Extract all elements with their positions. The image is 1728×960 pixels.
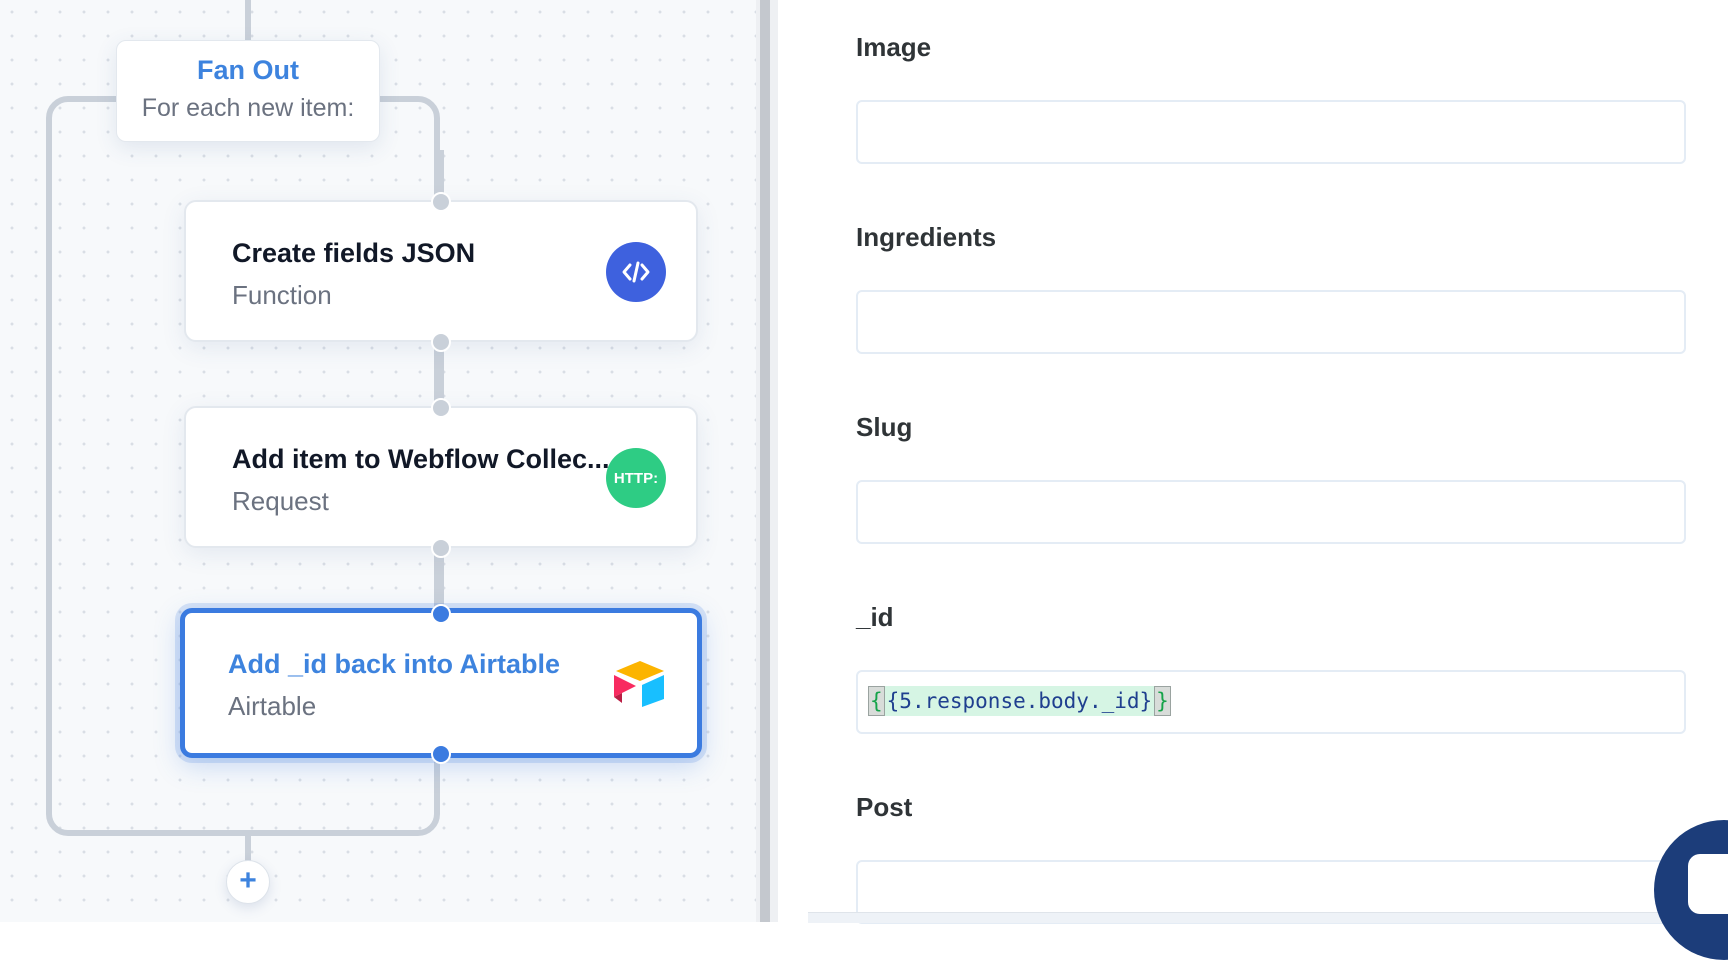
connector-top	[245, 0, 251, 42]
step-title: Create fields JSON	[232, 238, 476, 268]
field-label-id: _id	[856, 602, 894, 632]
step-node-create-fields-json[interactable]: Create fields JSON Function	[184, 200, 698, 342]
node-1-input-port[interactable]	[431, 192, 451, 212]
fan-out-node[interactable]: Fan Out For each new item:	[116, 40, 380, 142]
panel-footer-edge	[808, 912, 1708, 923]
connector-node-2-to-node-3	[438, 546, 444, 612]
node-1-output-port[interactable]	[431, 332, 451, 352]
slug-input[interactable]	[856, 480, 1686, 544]
token-close-brace: }	[1154, 686, 1171, 716]
step-node-add-id-back-into-airtable[interactable]: Add _id back into Airtable Airtable	[180, 608, 702, 758]
resize-bar	[760, 0, 770, 922]
chat-launcher-button[interactable]	[1654, 820, 1728, 960]
step-type: Airtable	[228, 691, 317, 721]
ingredients-input[interactable]	[856, 290, 1686, 354]
image-input[interactable]	[856, 100, 1686, 164]
connector-bottom	[245, 832, 251, 864]
code-icon	[606, 242, 666, 302]
step-type: Request	[232, 486, 329, 516]
field-label-slug: Slug	[856, 412, 913, 442]
node-2-output-port[interactable]	[431, 538, 451, 558]
workflow-canvas[interactable]: Fan Out For each new item: Create fields…	[0, 0, 756, 922]
panel-resize-handle[interactable]	[756, 0, 778, 922]
add-step-button[interactable]: +	[226, 860, 270, 904]
node-3-input-port[interactable]	[431, 604, 451, 624]
airtable-logo-icon	[609, 653, 669, 713]
fan-out-title: Fan Out	[197, 55, 299, 85]
field-label-post: Post	[856, 792, 913, 822]
step-node-add-item-to-webflow[interactable]: Add item to Webflow Collec... Request HT…	[184, 406, 698, 548]
connector-node-1-to-node-2	[438, 340, 444, 410]
variable-token[interactable]: {{5.response.body._id}}	[868, 686, 1171, 716]
token-open-brace: {	[868, 686, 885, 716]
field-label-ingredients: Ingredients	[856, 222, 997, 252]
id-input[interactable]: {{5.response.body._id}}	[856, 670, 1686, 734]
step-title: Add item to Webflow Collec...	[232, 444, 610, 474]
step-config-panel: Image Ingredients Slug _id {{5.response.…	[778, 0, 1728, 960]
step-title: Add _id back into Airtable	[228, 649, 561, 679]
node-3-output-port[interactable]	[431, 744, 451, 764]
token-expression: {5.response.body._id}	[884, 686, 1155, 716]
fan-out-subtitle: For each new item:	[141, 94, 355, 122]
field-label-image: Image	[856, 32, 932, 62]
connector-loop-to-node-1	[438, 150, 444, 202]
step-type: Function	[232, 280, 332, 310]
node-2-input-port[interactable]	[431, 398, 451, 418]
chat-icon	[1688, 854, 1728, 914]
http-icon: HTTP:	[606, 448, 666, 508]
